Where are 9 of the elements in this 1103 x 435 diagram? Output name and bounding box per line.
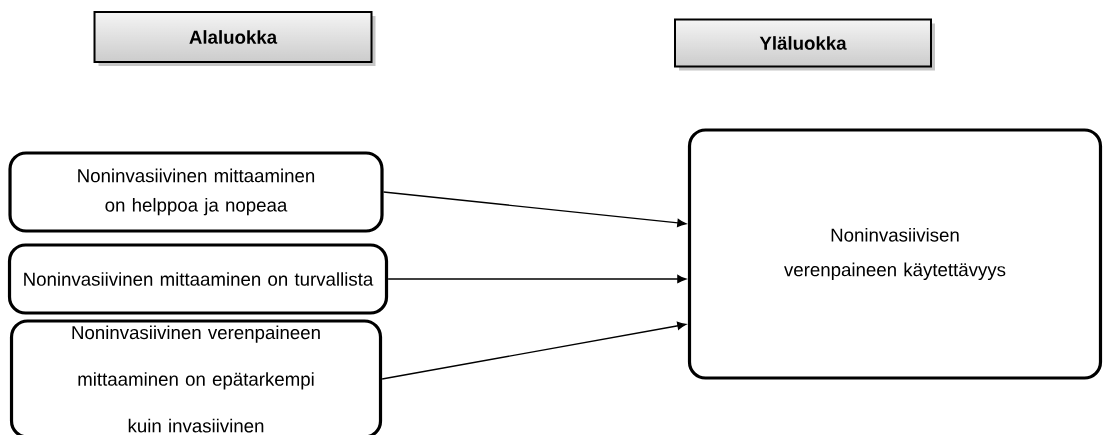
rounded-box: Noninvasiivisen verenpaineen käytettävyys (687, 128, 1103, 380)
header-box: Yläluokka (674, 18, 935, 71)
header-box: Alaluokka (93, 11, 376, 66)
rounded-box: Noninvasiivinen mittaaminen on turvallista (7, 243, 389, 315)
arrow (381, 321, 687, 380)
rounded-box: Noninvasiivinen mittaaminen on helppoa ja nopeaa (8, 151, 384, 233)
rounded-box: Noninvasiivinen verenpaineen mittaaminen on epätarkempi kuin invasiivinen (9, 319, 383, 435)
arrow (382, 191, 687, 227)
arrow (387, 274, 687, 284)
